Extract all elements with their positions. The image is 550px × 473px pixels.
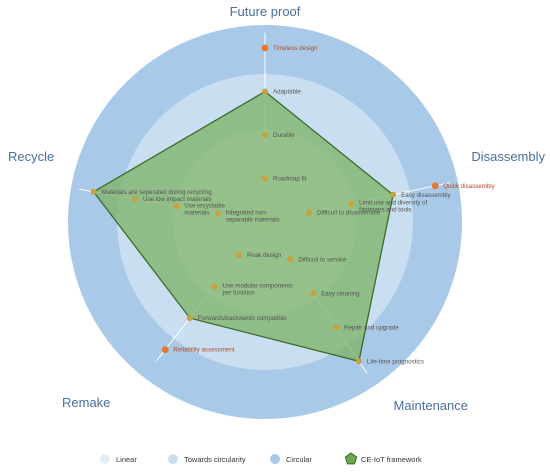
criterion-point [310, 290, 317, 297]
axis-label-remake: Remake [62, 395, 110, 410]
criterion-point [262, 88, 268, 95]
criterion-label: Easy cleaning [321, 290, 360, 297]
criterion-label: Easy disassembly [401, 192, 451, 199]
criterion-point [186, 315, 193, 322]
criterion-label: Forwards/backwards compatible [198, 315, 287, 322]
ce-iot-framework-polygon [92, 90, 394, 363]
criterion-point [431, 182, 439, 190]
criterion-label: Use low impact materials [143, 196, 212, 203]
criterion-point [173, 203, 180, 210]
criterion-point [261, 44, 269, 52]
criterion-label: Roadmap fit [273, 176, 307, 183]
criterion-label: Timeless design [273, 45, 318, 52]
criterion-point [348, 200, 355, 207]
criterion-label: Life-time prognostics [367, 358, 424, 365]
legend-swatch [344, 452, 358, 465]
criterion-label: Reliability assessment [173, 347, 234, 354]
axis-label-disassembly: Disassembly [471, 149, 545, 164]
criterion-point [211, 283, 218, 290]
criterion-label: Durable [273, 132, 295, 139]
criterion-point [236, 252, 243, 259]
criterion-label: Difficult to disassemble [317, 210, 381, 217]
legend-label: Circular [286, 455, 312, 464]
legend-swatch [100, 454, 110, 464]
axis-label-future: Future proof [230, 4, 301, 19]
legend-swatch [168, 454, 178, 464]
criterion-label: Adaptable [273, 89, 301, 96]
criterion-point [132, 196, 138, 203]
criterion-label: Integrated non-separable materials [226, 210, 280, 224]
criterion-point [262, 132, 268, 138]
criterion-label: Quick disassembly [443, 183, 495, 190]
criterion-point [355, 358, 362, 365]
criterion-label: Materials are seperated during recycling [102, 189, 213, 196]
criterion-label: Repair and upgrade [344, 324, 399, 331]
criterion-label: Difficult to service [298, 256, 347, 263]
legend-label: Towards circularity [184, 455, 246, 464]
legend: Linear Towards circularity Circular CE-IoT … [100, 452, 422, 465]
criterion-point [161, 346, 169, 354]
criteria-points [90, 44, 439, 365]
criterion-point [262, 175, 268, 182]
criterion-point [214, 210, 221, 217]
criterion-point [333, 324, 339, 331]
legend-swatch [270, 454, 280, 464]
criterion-label: Peak design [247, 252, 282, 259]
criterion-point [287, 256, 294, 263]
criterion-point [390, 191, 397, 198]
legend-label: Linear [116, 455, 137, 464]
legend-label: CE-IoT framework [361, 455, 422, 464]
axis-label-recycle: Recycle [8, 149, 54, 164]
axis-label-maintenance: Maintenance [394, 398, 468, 413]
criterion-point [90, 188, 97, 195]
criterion-point [306, 209, 312, 216]
